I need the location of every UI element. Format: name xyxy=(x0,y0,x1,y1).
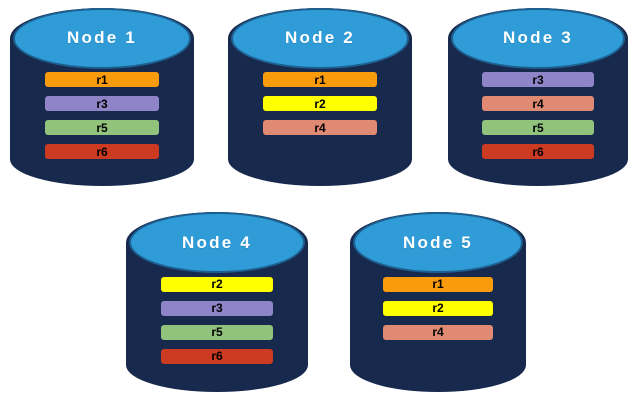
shard-bar[interactable]: r4 xyxy=(482,96,594,112)
shard-list: r1 r2 r4 xyxy=(262,72,378,144)
cylinder-top-ellipse xyxy=(450,8,626,69)
shard-bar[interactable]: r3 xyxy=(160,300,274,316)
shard-list: r1 r3 r5 r6 xyxy=(44,72,160,168)
shard-bar[interactable]: r1 xyxy=(383,276,493,292)
node-title: Node 3 xyxy=(503,28,573,48)
shard-bar[interactable]: r4 xyxy=(383,324,493,340)
shard-list: r2 r3 r5 r6 xyxy=(160,276,274,373)
shard-label: r3 xyxy=(211,301,223,316)
shard-bar[interactable]: r1 xyxy=(262,72,378,88)
node-title: Node 2 xyxy=(285,28,355,48)
shard-label: r3 xyxy=(96,96,108,111)
shard-label: r2 xyxy=(314,96,326,111)
node-title: Node 1 xyxy=(67,28,137,48)
node-title: Node 4 xyxy=(182,232,252,252)
shard-bar[interactable]: r6 xyxy=(160,348,274,364)
shard-label: r5 xyxy=(211,325,223,340)
cylinder-top-ellipse xyxy=(352,212,524,274)
shard-label: r1 xyxy=(96,72,108,87)
database-node-4[interactable]: Node 4 r2 r3 r5 r6 xyxy=(126,212,308,392)
shard-label: r2 xyxy=(432,301,444,316)
shard-bar[interactable]: r2 xyxy=(262,96,378,112)
cylinder-top-ellipse xyxy=(12,8,192,69)
shard-bar[interactable]: r4 xyxy=(262,120,378,136)
shard-label: r6 xyxy=(211,349,223,364)
shard-label: r3 xyxy=(532,72,544,87)
node-title: Node 5 xyxy=(403,232,473,252)
cylinder-top-ellipse xyxy=(230,8,410,69)
cylinder-top-ellipse xyxy=(128,212,306,274)
shard-bar[interactable]: r3 xyxy=(44,96,160,112)
shard-bar[interactable]: r5 xyxy=(160,324,274,340)
shard-list: r3 r4 r5 r6 xyxy=(482,72,594,168)
shard-label: r4 xyxy=(532,96,544,111)
shard-bar[interactable]: r5 xyxy=(44,120,160,136)
shard-bar[interactable]: r3 xyxy=(482,72,594,88)
database-node-2[interactable]: Node 2 r1 r2 r4 xyxy=(228,8,412,186)
shard-label: r5 xyxy=(96,120,108,135)
database-node-1[interactable]: Node 1 r1 r3 r5 r6 xyxy=(10,8,194,186)
database-node-5[interactable]: Node 5 r1 r2 r4 xyxy=(350,212,526,392)
shard-bar[interactable]: r2 xyxy=(160,276,274,292)
shard-label: r1 xyxy=(314,72,326,87)
shard-list: r1 r2 r4 xyxy=(383,276,493,349)
shard-label: r5 xyxy=(532,120,544,135)
shard-label: r4 xyxy=(432,325,444,340)
shard-label: r1 xyxy=(432,277,444,292)
shard-bar[interactable]: r6 xyxy=(482,144,594,160)
shard-bar[interactable]: r1 xyxy=(44,72,160,88)
shard-bar[interactable]: r5 xyxy=(482,120,594,136)
shard-label: r4 xyxy=(314,120,326,135)
shard-label: r6 xyxy=(96,144,108,159)
shard-label: r2 xyxy=(211,277,223,292)
shard-bar[interactable]: r6 xyxy=(44,144,160,160)
shard-bar[interactable]: r2 xyxy=(383,300,493,316)
shard-label: r6 xyxy=(532,144,544,159)
database-node-3[interactable]: Node 3 r3 r4 r5 r6 xyxy=(448,8,628,186)
